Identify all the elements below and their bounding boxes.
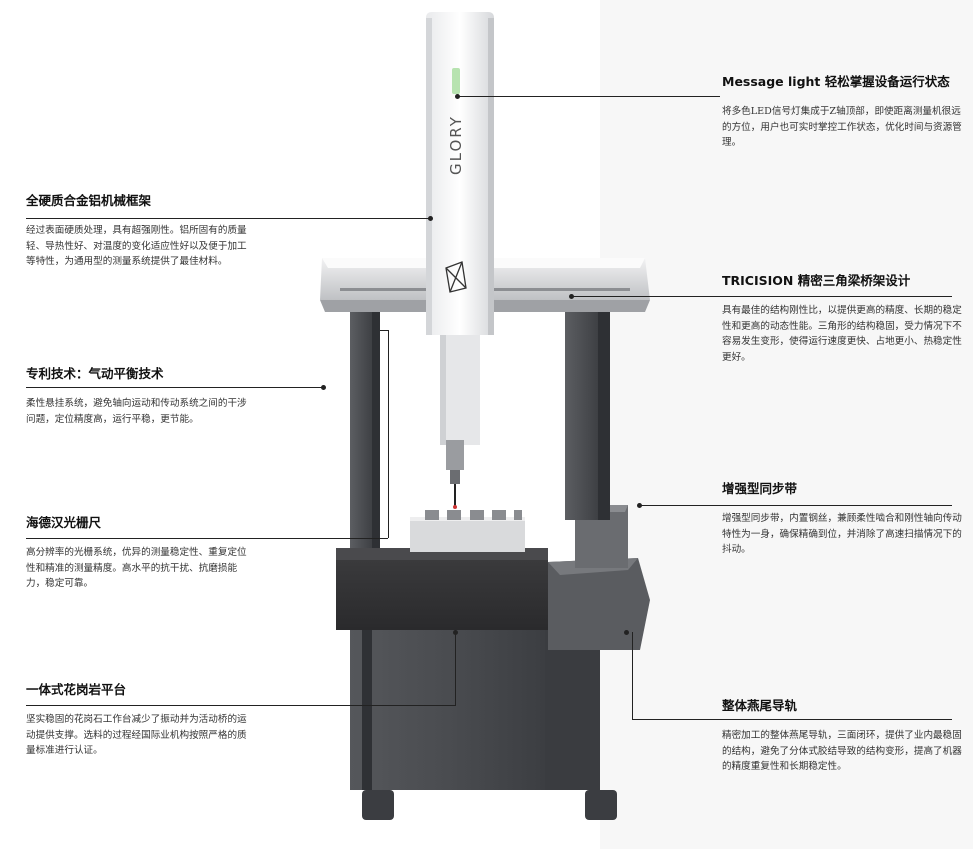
callout-body: 精密加工的整体燕尾导轨，三面闭环，提供了业内最稳固的结构，避免了分体式胶结导致的… (722, 730, 962, 772)
callout-title: 增强型同步带 (722, 481, 798, 496)
leader-dot-message-light (455, 94, 460, 99)
callout-heidenhain-scale: 海德汉光栅尺 高分辨率的光栅系统，优异的测量稳定性、重复定位性和精准的测量精度。… (26, 515, 251, 592)
callout-title: 全硬质合金铝机械框架 (26, 193, 152, 208)
callout-title: 一体式花岗岩平台 (26, 682, 127, 697)
callout-body: 经过表面硬质处理，具有超强刚性。铝所固有的质量轻、导热性好、对温度的变化适应性好… (26, 225, 247, 267)
callout-body: 柔性悬挂系统，避免轴向运动和传动系统之间的干涉问题，定位精度高，运行平稳，更节能… (26, 398, 247, 425)
callout-body: 高分辨率的光栅系统，优异的测量稳定性、重复定位性和精准的测量精度。高水平的抗干扰… (26, 547, 247, 589)
leader-line-granite-h (26, 705, 456, 706)
leader-dot-granite (453, 630, 458, 635)
leader-dot-pneumatic (321, 385, 326, 390)
leader-line-timing-belt (640, 505, 952, 506)
leader-line-scale-h2 (380, 330, 389, 331)
leader-line-scale-h1 (26, 538, 388, 539)
leader-dot-frame (428, 216, 433, 221)
callout-title: TRICISION 精密三角梁桥架设计 (722, 273, 911, 288)
leader-dot-timing-belt (637, 503, 642, 508)
callout-frame: 全硬质合金铝机械框架 经过表面硬质处理，具有超强刚性。铝所固有的质量轻、导热性好… (26, 193, 251, 270)
leader-dot-dovetail (624, 630, 629, 635)
callout-title: Message light 轻松掌握设备运行状态 (722, 74, 950, 89)
leader-line-dovetail-h (632, 719, 952, 720)
callout-dovetail-guide: 整体燕尾导轨 精密加工的整体燕尾导轨，三面闭环，提供了业内最稳固的结构，避免了分… (722, 698, 962, 775)
callout-body: 将多色LED信号灯集成于Z轴顶部，即使距离测量机很远的方位，用户也可实时掌控工作… (722, 106, 962, 148)
callout-title: 整体燕尾导轨 (722, 698, 798, 713)
brand-text: GLORY (447, 115, 465, 175)
leader-line-tricision (572, 296, 952, 297)
leader-dot-tricision (569, 294, 574, 299)
leader-line-dovetail-v (632, 632, 633, 720)
callout-granite-platform: 一体式花岗岩平台 坚实稳固的花岗石工作台减少了振动并为活动桥的运动提供支撑。选料… (26, 682, 251, 759)
callout-pneumatic: 专利技术：气动平衡技术 柔性悬挂系统，避免轴向运动和传动系统之间的干涉问题，定位… (26, 366, 251, 427)
leader-line-frame (26, 218, 431, 219)
callout-title: 专利技术：气动平衡技术 (26, 366, 164, 381)
callout-message-light: Message light 轻松掌握设备运行状态 将多色LED信号灯集成于Z轴顶… (722, 74, 962, 151)
leader-line-granite-v (455, 632, 456, 706)
callout-title: 海德汉光栅尺 (26, 515, 102, 530)
callout-body: 具有最佳的结构刚性比，以提供更高的精度、长期的稳定性和更高的动态性能。三角形的结… (722, 305, 962, 363)
callout-tricision: TRICISION 精密三角梁桥架设计 具有最佳的结构刚性比，以提供更高的精度、… (722, 273, 962, 365)
callout-body: 增强型同步带，内置钢丝，兼顾柔性啮合和刚性轴向传动特性为一身，确保精确到位，并消… (722, 513, 962, 555)
callout-timing-belt: 增强型同步带 增强型同步带，内置钢丝，兼顾柔性啮合和刚性轴向传动特性为一身，确保… (722, 481, 962, 558)
callout-body: 坚实稳固的花岗石工作台减少了振动并为活动桥的运动提供支撑。选料的过程经国际业机构… (26, 714, 247, 756)
leader-line-message-light (458, 96, 720, 97)
leader-line-scale-v (388, 330, 389, 538)
background-right (600, 0, 973, 849)
leader-line-pneumatic (26, 387, 323, 388)
